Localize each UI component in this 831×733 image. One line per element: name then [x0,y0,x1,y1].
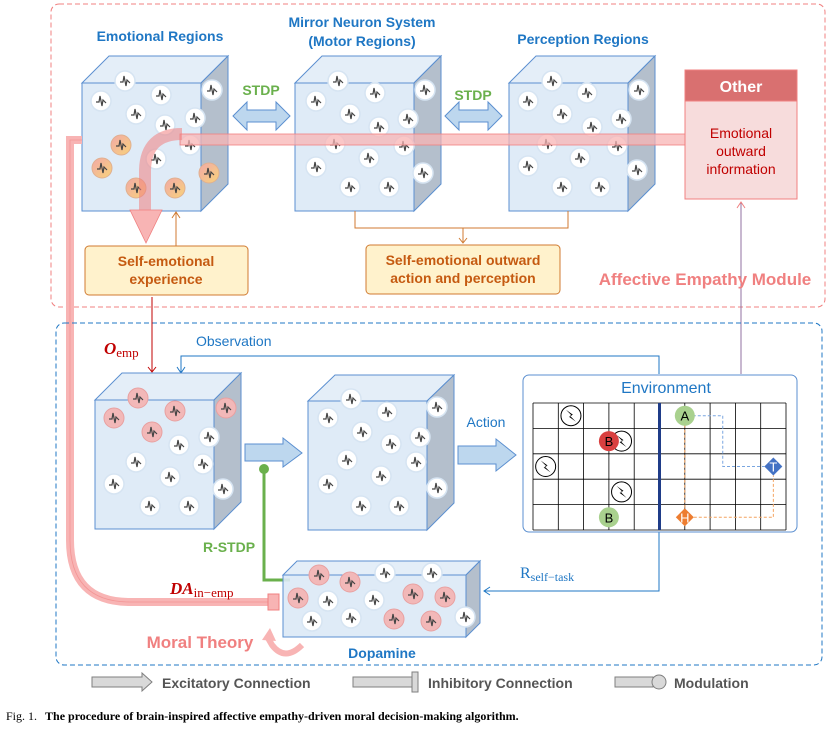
dopamine-cube [281,559,482,639]
other-line2: outward [716,143,766,159]
legend-modulation-icon [614,676,654,688]
stdp-bidirectional-arrow-2 [444,100,503,132]
mirror-neuron-cube [293,54,443,213]
output-layer-cube [306,373,456,532]
other-line1: Emotional [710,125,772,141]
self-emotional-experience-line2: experience [129,271,202,287]
legend: Excitatory Connection Inhibitory Connect… [91,671,749,693]
action-label: Action [467,414,506,430]
legend-modulation-label: Modulation [674,675,749,691]
da-in-emp-label: DAin−emp [169,579,233,600]
lightning-hazard-icon [560,405,582,427]
lightning-hazard-icon [535,456,557,477]
self-emotional-experience-box: Self-emotional experience [84,245,249,296]
mirror-neuron-title-line1: Mirror Neuron System [288,14,435,30]
other-header: Other [720,79,763,96]
dopamine-label: Dopamine [348,645,416,661]
environment-grid: A B B H T [532,402,787,531]
emotional-regions-cube [80,54,230,213]
other-agent-box: Other Emotional outward information [684,69,798,200]
legend-inhibitory-icon [352,676,414,688]
moral-theory-label: Moral Theory [147,633,254,652]
modulation-end-marker [259,464,269,474]
r-stdp-modulation-line [262,469,290,582]
helper-path-to-target [693,475,774,518]
agent-label: B [605,510,614,525]
legend-excitatory-icon [91,671,153,693]
environment-title: Environment [621,380,711,397]
r-stdp-label: R-STDP [203,539,255,555]
moral-decision-module-border [55,322,823,666]
stdp-label-1: STDP [242,82,279,98]
diamond-blue-marker-T [764,457,783,476]
lightning-hazard-icon [611,481,633,503]
agent-label: A [680,409,689,424]
other-line3: information [706,161,775,177]
mirror-neuron-title-line2: (Motor Regions) [308,33,415,49]
legend-excitatory-label: Excitatory Connection [162,675,311,691]
environment-panel: Environment A B B H T [522,374,798,533]
agent-label: B [605,434,614,449]
reward-connector [484,530,660,592]
self-emotional-experience-line1: Self-emotional [118,253,214,269]
excitatory-arrow-input-to-output [244,436,303,468]
perception-regions-title: Perception Regions [517,31,649,47]
perception-regions-cube [507,54,657,213]
affective-empathy-module-title: Affective Empathy Module [599,270,812,289]
agent-path-to-target [692,415,765,467]
agent-green-marker-B [598,507,619,528]
diamond-orange-marker-H [675,508,694,527]
o-emp-label: Oemp [104,339,139,360]
affective-empathy-module-border [50,3,826,308]
emotional-regions-title: Emotional Regions [97,28,224,44]
stdp-bidirectional-arrow-1 [232,100,291,132]
self-emotional-action-line2: action and perception [390,270,535,286]
agent-label: T [769,460,777,475]
reward-label: Rself−task [520,565,574,584]
legend-inhibitory-label: Inhibitory Connection [428,675,573,691]
stdp-label-2: STDP [454,87,491,103]
observation-label: Observation [196,333,271,349]
figure-caption: Fig. 1.The procedure of brain-inspired a… [6,709,519,723]
observation-connector [180,355,660,374]
action-arrow [457,437,517,473]
self-emotional-action-line1: Self-emotional outward [386,252,541,268]
input-layer-cube [93,371,243,531]
moral-theory-loop-arrow [265,636,305,657]
self-emotional-action-box: Self-emotional outward action and percep… [365,244,561,295]
agent-label: H [680,510,689,525]
agent-green-marker-A [674,405,695,426]
inhibitory-end-marker [267,593,280,611]
agent-red-marker-B [598,431,619,452]
